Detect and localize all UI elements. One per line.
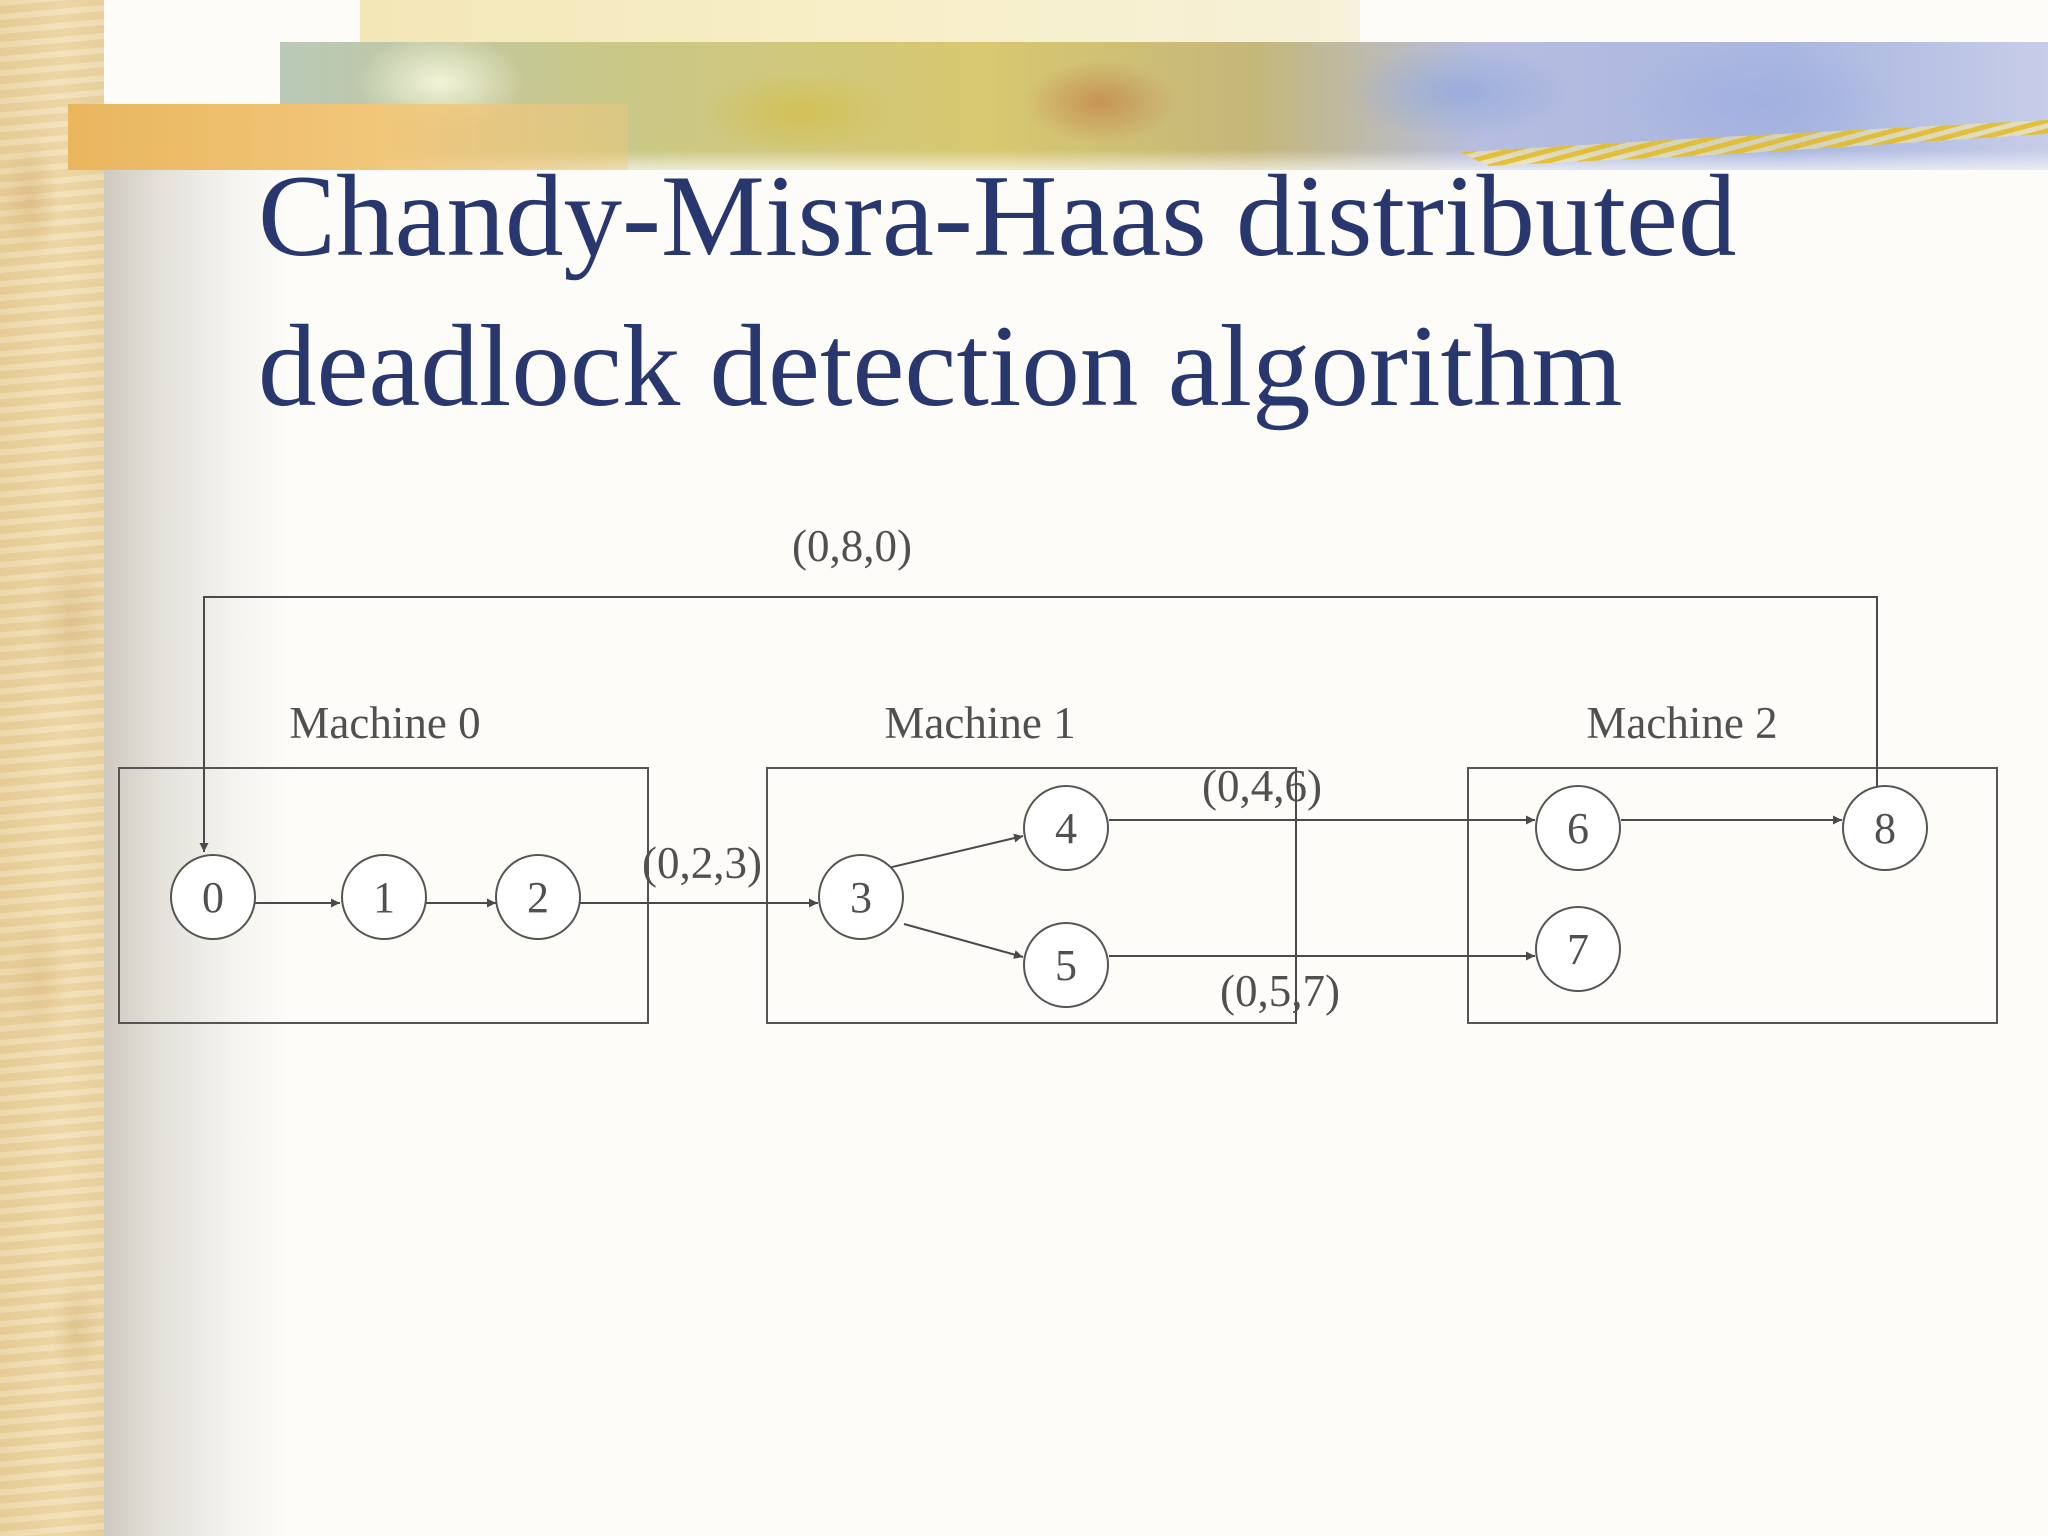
decor-top-strip xyxy=(360,0,1360,44)
node-0-label: 0 xyxy=(202,873,224,922)
node-5-label: 5 xyxy=(1055,941,1077,990)
decor-orange-bar xyxy=(68,104,628,170)
node-4: 4 xyxy=(1023,785,1109,871)
node-8: 8 xyxy=(1842,785,1928,871)
node-1-label: 1 xyxy=(373,873,395,922)
node-2: 2 xyxy=(495,854,581,940)
decor-parchment-strip xyxy=(0,0,104,1536)
machine-2-box xyxy=(1467,767,1998,1024)
node-7-label: 7 xyxy=(1567,925,1589,974)
node-6: 6 xyxy=(1535,785,1621,871)
slide-title-line-2: deadlock detection algorithm xyxy=(258,302,1623,431)
node-8-label: 8 xyxy=(1874,804,1896,853)
node-5: 5 xyxy=(1023,922,1109,1008)
node-6-label: 6 xyxy=(1567,804,1589,853)
node-3-label: 3 xyxy=(850,873,872,922)
machine-1-label: Machine 1 xyxy=(884,698,1075,748)
machine-0-box xyxy=(118,767,649,1024)
machine-0-label: Machine 0 xyxy=(289,698,480,748)
slide-title: Chandy-Misra-Haas distributed deadlock d… xyxy=(258,142,1958,442)
node-0: 0 xyxy=(170,854,256,940)
node-1: 1 xyxy=(341,854,427,940)
edge-5-7-label: (0,5,7) xyxy=(1220,966,1340,1016)
edge-3-5 xyxy=(903,923,1024,959)
edge-2-3-label: (0,2,3) xyxy=(642,838,762,888)
node-2-label: 2 xyxy=(527,873,549,922)
edge-8-0 xyxy=(199,596,1878,852)
edge-4-6-label: (0,4,6) xyxy=(1202,761,1322,811)
node-4-label: 4 xyxy=(1055,804,1077,853)
node-3: 3 xyxy=(818,854,904,940)
edge-3-4 xyxy=(887,833,1024,869)
slide-title-line-1: Chandy-Misra-Haas distributed xyxy=(258,152,1737,281)
node-7: 7 xyxy=(1535,906,1621,992)
edge-8-0-label: (0,8,0) xyxy=(792,521,912,571)
machine-2-label: Machine 2 xyxy=(1586,698,1777,748)
decor-shadow-band xyxy=(104,170,294,1536)
